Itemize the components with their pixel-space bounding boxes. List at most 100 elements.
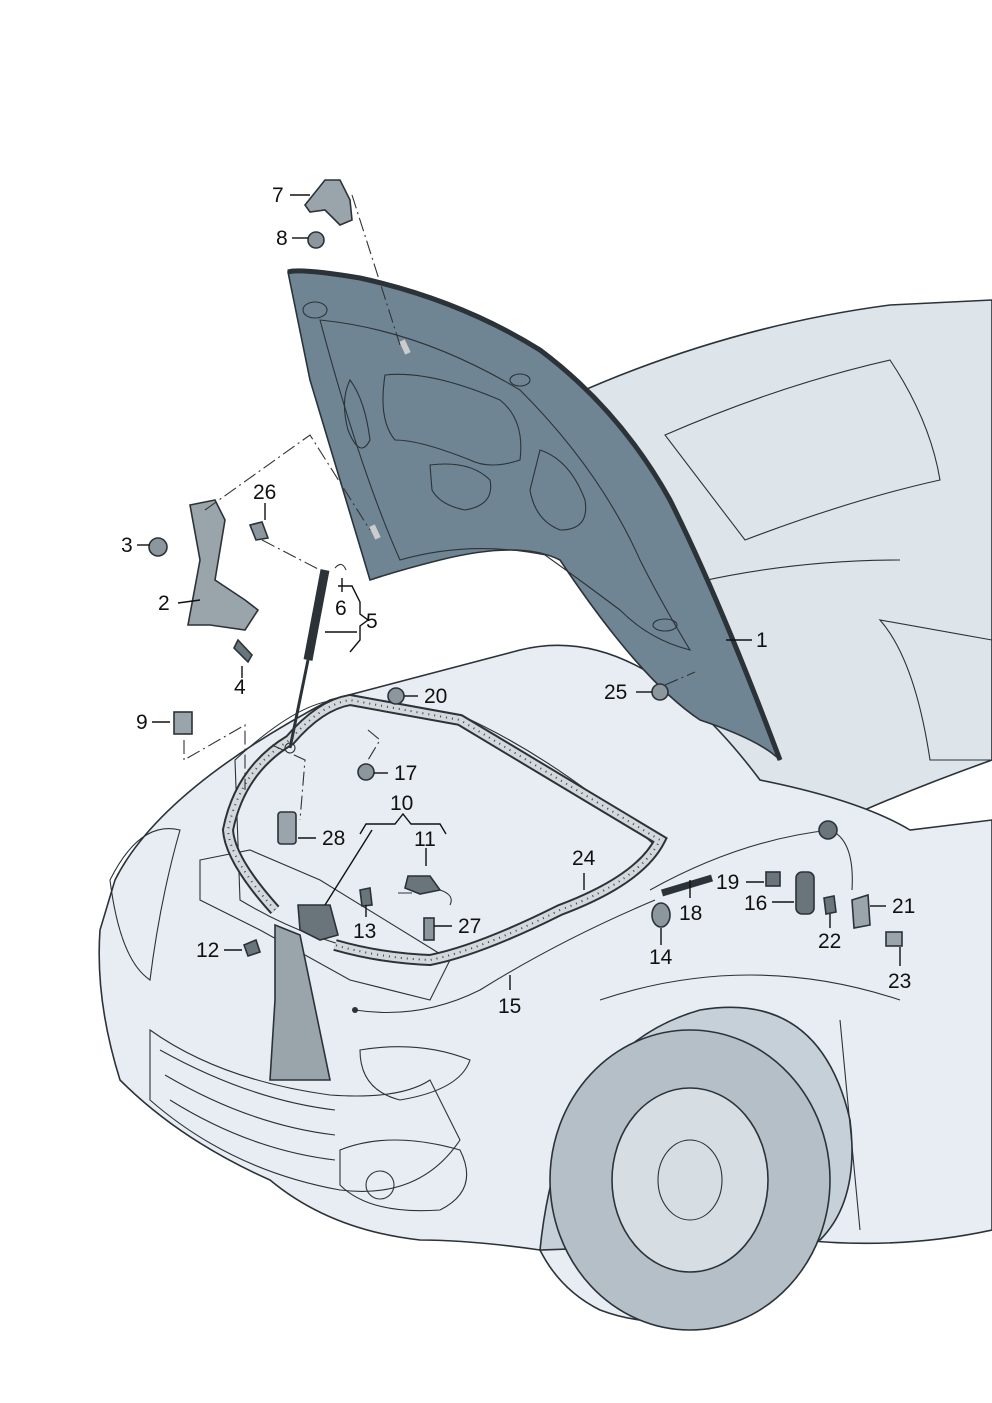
callout-7: 7 bbox=[272, 184, 284, 207]
part-3-nut bbox=[148, 537, 168, 557]
part-7-latch-bracket bbox=[303, 179, 353, 226]
grille-line-3 bbox=[169, 1099, 336, 1161]
grille-line-2 bbox=[164, 1074, 336, 1136]
callout-4: 4 bbox=[234, 676, 246, 699]
callout-17: 17 bbox=[394, 762, 417, 785]
grille-line-1 bbox=[159, 1049, 336, 1111]
callout-19: 19 bbox=[716, 871, 739, 894]
callout-3: 3 bbox=[121, 534, 133, 557]
callout-20: 20 bbox=[424, 685, 447, 708]
door-line bbox=[839, 1019, 861, 1231]
part-16-handle bbox=[795, 871, 815, 915]
part-4-bolt bbox=[233, 638, 253, 664]
part-9-cap bbox=[173, 711, 193, 735]
part-26-clip bbox=[248, 521, 270, 541]
part-10-latch bbox=[297, 904, 339, 941]
part-23-clip bbox=[885, 931, 903, 947]
dash-25 bbox=[664, 671, 696, 686]
part-15-cable-end bbox=[352, 1007, 358, 1013]
hood-stud-1 bbox=[399, 339, 411, 355]
callout-21: 21 bbox=[892, 895, 915, 918]
radiator-support bbox=[199, 849, 451, 1001]
callout-27: 27 bbox=[458, 915, 481, 938]
leader-10 bbox=[324, 829, 373, 906]
part-14-grommet bbox=[651, 902, 671, 928]
callout-22: 22 bbox=[818, 930, 841, 953]
part-17-nut bbox=[357, 763, 375, 781]
dash-7 bbox=[351, 194, 401, 346]
callout-14: 14 bbox=[649, 946, 673, 969]
callout-9: 9 bbox=[136, 711, 148, 734]
callout-23: 23 bbox=[888, 970, 911, 993]
fog-light bbox=[339, 1139, 468, 1212]
callout-13: 13 bbox=[353, 920, 376, 943]
part-5-strut-body bbox=[303, 569, 330, 661]
part-8-nut bbox=[307, 231, 325, 249]
part-21-bracket bbox=[851, 893, 871, 929]
callout-15: 15 bbox=[498, 995, 521, 1018]
bracket-10 bbox=[359, 812, 447, 835]
callout-5: 5 bbox=[366, 610, 378, 633]
dash-26 bbox=[261, 539, 321, 571]
callout-18: 18 bbox=[679, 902, 702, 925]
dash-17 bbox=[367, 729, 381, 761]
hood-inner-frame bbox=[319, 319, 692, 651]
part-18-sleeve bbox=[660, 874, 714, 897]
callout-8: 8 bbox=[276, 227, 288, 250]
hood-hole-3 bbox=[652, 618, 678, 632]
hood-cutout-2 bbox=[429, 463, 492, 511]
lock-carrier bbox=[269, 923, 331, 1081]
leader-lines bbox=[137, 194, 901, 990]
bumper bbox=[149, 1028, 461, 1192]
dash-28 bbox=[271, 744, 306, 821]
parts bbox=[148, 179, 903, 1014]
headlight bbox=[109, 828, 181, 981]
part-11-connector bbox=[404, 875, 442, 895]
part-12-bolt bbox=[242, 938, 262, 958]
wheel-rim bbox=[611, 1087, 769, 1273]
part-27-bumper bbox=[423, 917, 435, 941]
dash-9 bbox=[183, 724, 246, 790]
hood-cutout-1 bbox=[382, 373, 522, 466]
car-body bbox=[98, 299, 992, 1331]
engine-bay-details bbox=[199, 849, 451, 1081]
part-cable-rear bbox=[649, 829, 853, 891]
hood bbox=[287, 268, 783, 761]
callout-11: 11 bbox=[414, 828, 436, 851]
part-5-strut-rod bbox=[288, 659, 310, 749]
callout-1: 1 bbox=[756, 629, 768, 652]
part-20-clip bbox=[387, 687, 405, 705]
part-15-cable bbox=[354, 899, 656, 1014]
dash-2-hood bbox=[204, 434, 371, 531]
part-22-screw bbox=[823, 895, 837, 915]
a-pillar bbox=[878, 619, 992, 761]
hood-stud-2 bbox=[369, 524, 381, 540]
dash-lines bbox=[183, 194, 696, 821]
hood-seal-inner bbox=[223, 695, 666, 965]
hood-cutout-4 bbox=[343, 378, 371, 449]
hood-hole-2 bbox=[509, 373, 531, 387]
callout-25: 25 bbox=[604, 681, 627, 704]
hood-hole-1 bbox=[302, 301, 328, 319]
hood-rim bbox=[287, 268, 783, 761]
sunroof bbox=[664, 359, 941, 541]
callout-12: 12 bbox=[196, 939, 219, 962]
bracket-5 bbox=[338, 585, 370, 653]
side-light bbox=[359, 1046, 471, 1101]
callout-16: 16 bbox=[744, 892, 767, 915]
part-6-clip bbox=[334, 563, 347, 571]
fog-bulb bbox=[365, 1170, 395, 1200]
callout-26: 26 bbox=[253, 481, 276, 504]
part-13-bolt bbox=[359, 887, 373, 907]
part-28-switch bbox=[277, 811, 297, 845]
callout-2: 2 bbox=[158, 592, 170, 615]
hood-cutout-3 bbox=[529, 449, 587, 531]
part-cable-knob bbox=[818, 820, 838, 840]
callout-24: 24 bbox=[572, 847, 596, 870]
callout-28: 28 bbox=[322, 827, 345, 850]
callout-10: 10 bbox=[390, 792, 413, 815]
part-2-hinge bbox=[187, 499, 260, 631]
part-19-clip bbox=[765, 871, 781, 887]
callouts: 1 2 3 4 5 6 7 8 9 10 11 12 13 14 15 16 1… bbox=[121, 184, 915, 1018]
